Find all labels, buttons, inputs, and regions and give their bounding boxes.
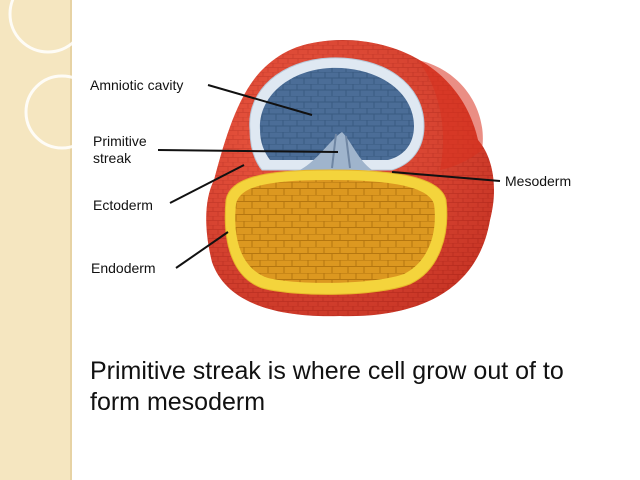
- label-endoderm: Endoderm: [91, 260, 156, 276]
- label-primitive-streak-line2: streak: [93, 150, 132, 166]
- yolk-sac: [224, 169, 448, 295]
- embryo-diagram: [157, 40, 501, 317]
- decorative-side-band: [0, 0, 72, 480]
- label-mesoderm: Mesoderm: [505, 173, 572, 189]
- leader-lines: [157, 84, 501, 269]
- label-ectoderm: Ectoderm: [93, 197, 153, 213]
- label-primitive-streak: Primitive streak: [93, 133, 147, 167]
- slide-caption: Primitive streak is where cell grow out …: [90, 357, 564, 416]
- label-primitive-streak-line1: Primitive: [93, 133, 147, 149]
- decorative-rings: [8, 0, 100, 150]
- amniotic-sac: [249, 57, 425, 171]
- label-amniotic-cavity: Amniotic cavity: [90, 77, 184, 93]
